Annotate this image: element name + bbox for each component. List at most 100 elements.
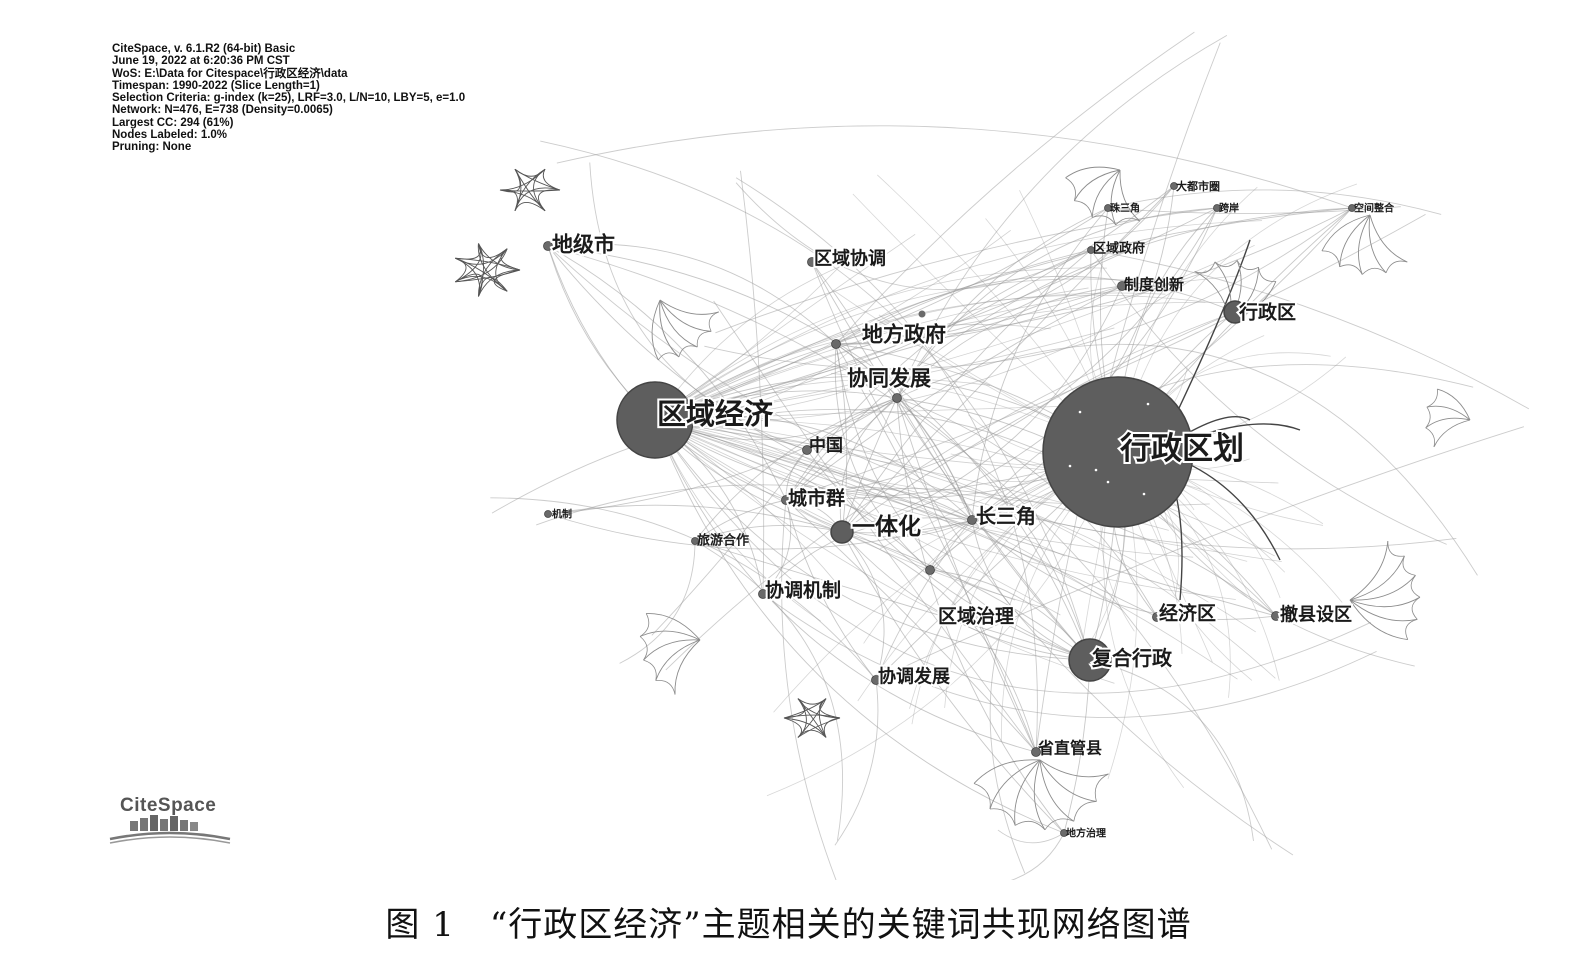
network-edge bbox=[654, 269, 1207, 423]
figure-caption: 图 1 “行政区经济”主题相关的关键词共现网络图谱 bbox=[385, 905, 1192, 945]
network-edge bbox=[654, 326, 941, 421]
network-edge bbox=[811, 261, 973, 521]
cluster-web-bottom bbox=[783, 698, 841, 738]
node-zdcx bbox=[1117, 281, 1127, 291]
network-edge bbox=[971, 519, 1277, 620]
cluster-edge bbox=[659, 299, 680, 358]
network-edge bbox=[971, 207, 1109, 521]
network-edge bbox=[841, 531, 1037, 753]
network-edge bbox=[971, 185, 1175, 521]
node-label-xzq: 行政区 bbox=[1238, 301, 1296, 324]
network-edge bbox=[540, 140, 1091, 661]
node-cxsq bbox=[1271, 611, 1281, 621]
network-edge bbox=[654, 292, 1166, 421]
network-edge bbox=[654, 419, 1037, 753]
network-edge bbox=[694, 524, 843, 542]
cluster-edge bbox=[499, 169, 521, 193]
cluster-edge bbox=[1258, 267, 1276, 282]
network-edge bbox=[665, 311, 1236, 671]
node-label-djs: 地级市 bbox=[552, 232, 615, 256]
node-label-qyzl: 区域治理 bbox=[938, 605, 1014, 628]
network-edge bbox=[713, 300, 1037, 753]
node-xtjz bbox=[758, 589, 768, 599]
cluster-edge bbox=[639, 613, 650, 637]
node-szgx bbox=[1031, 747, 1041, 757]
network-edge bbox=[896, 397, 1158, 618]
network-edge bbox=[785, 214, 1426, 501]
cluster-edge bbox=[657, 352, 680, 361]
network-edge bbox=[694, 540, 1091, 661]
network-edge bbox=[547, 245, 787, 501]
cluster-edge bbox=[1039, 759, 1109, 778]
cluster-edge bbox=[1437, 388, 1471, 421]
node-dfzf bbox=[831, 339, 841, 349]
citespace-run-info: CiteSpace, v. 6.1.R2 (64-bit) Basic June… bbox=[112, 43, 465, 154]
network-edge bbox=[841, 531, 1091, 661]
cluster-edge bbox=[1073, 169, 1121, 201]
network-edge bbox=[781, 499, 837, 881]
cluster-edge bbox=[1361, 267, 1387, 275]
cluster-edge bbox=[989, 808, 1016, 826]
network-edge bbox=[841, 531, 885, 681]
cluster-edge bbox=[1339, 264, 1363, 275]
cluster-edge bbox=[1358, 214, 1371, 275]
meta-line: Nodes Labeled: 1.0% bbox=[112, 129, 228, 142]
cluster-edge bbox=[1425, 427, 1435, 448]
cluster-edge bbox=[973, 759, 1041, 784]
cluster-edge bbox=[1410, 575, 1421, 598]
cluster-edge bbox=[1194, 261, 1216, 274]
cluster-edge bbox=[1039, 759, 1075, 822]
cluster-fan-top bbox=[1065, 166, 1141, 226]
cluster-edge bbox=[1426, 389, 1438, 408]
network-edge bbox=[536, 484, 973, 526]
network-edge bbox=[694, 499, 787, 542]
cluster-fan-far-right bbox=[1425, 388, 1471, 448]
network-edge bbox=[806, 449, 1091, 661]
cluster-edge bbox=[639, 630, 701, 641]
cluster-edge bbox=[1339, 214, 1371, 267]
node-label-csq: 城市群 bbox=[788, 487, 845, 510]
node-label-xtfz: 协同发展 bbox=[847, 366, 931, 390]
network-edge bbox=[841, 311, 1236, 533]
cluster-edge bbox=[1039, 759, 1097, 802]
cluster-edge bbox=[1014, 759, 1041, 826]
network-edge bbox=[654, 419, 1194, 558]
network-edge bbox=[785, 207, 1353, 501]
node-label-xtfz2: 协调发展 bbox=[878, 665, 951, 687]
cluster-edge bbox=[1074, 200, 1093, 218]
network-edge bbox=[654, 419, 1016, 601]
network-labels: 行政区划区域经济复合行政一体化行政区地级市区域协调地方政府协同发展中国城市群长三… bbox=[550, 179, 1395, 840]
network-edge bbox=[654, 419, 931, 571]
network-edge bbox=[785, 397, 898, 501]
network-edge bbox=[490, 497, 877, 681]
cluster-edge bbox=[659, 299, 698, 348]
node-dfzl bbox=[1060, 829, 1068, 837]
network-edge bbox=[619, 540, 696, 664]
node-label-qyzf: 区域政府 bbox=[1093, 241, 1145, 257]
cluster-edge bbox=[674, 639, 701, 695]
node-label-qyxt: 区域协调 bbox=[814, 247, 886, 269]
network-edge bbox=[654, 419, 1091, 661]
cluster-edge bbox=[499, 189, 546, 212]
node-label-dfzf: 地方政府 bbox=[862, 322, 946, 346]
network-edge bbox=[835, 285, 1123, 345]
network-edge bbox=[929, 519, 973, 571]
node-highlight-dot bbox=[1146, 402, 1150, 406]
network-edge bbox=[654, 419, 1276, 679]
cluster-edge bbox=[478, 269, 521, 297]
cluster-edge bbox=[797, 717, 841, 738]
node-highlight-dot bbox=[1106, 480, 1110, 484]
network-edge bbox=[835, 343, 1037, 753]
network-edge bbox=[896, 397, 1037, 753]
node-unlabelled bbox=[918, 310, 926, 318]
network-edge bbox=[811, 261, 1294, 856]
cluster-edge bbox=[1092, 215, 1116, 226]
peripheral-clusters bbox=[455, 166, 1471, 831]
cluster-edge bbox=[1368, 214, 1387, 274]
node-xtfz2 bbox=[871, 675, 881, 685]
network-edge bbox=[654, 185, 1175, 421]
meta-line: CiteSpace, v. 6.1.R2 (64-bit) Basic bbox=[112, 43, 296, 55]
network-edge bbox=[834, 343, 931, 571]
network-edge bbox=[547, 513, 973, 550]
node-label-yth: 一体化 bbox=[852, 513, 921, 540]
